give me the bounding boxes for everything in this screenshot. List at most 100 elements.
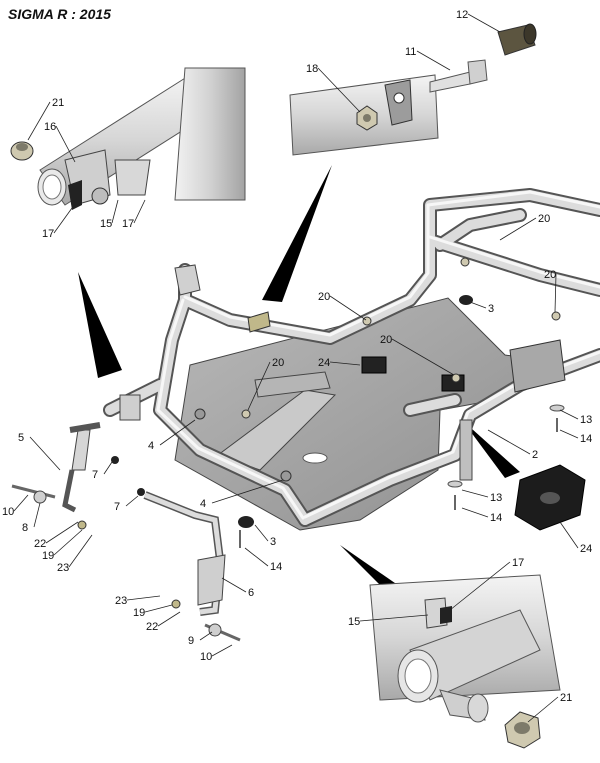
callout-13: 13: [559, 409, 592, 426]
callout-leader-line: [499, 217, 537, 241]
pedal-left-part-5: [11, 422, 119, 530]
pointer-triangle: [462, 420, 520, 478]
callout-leader-line: [247, 361, 271, 411]
callout-15: 15: [348, 614, 429, 628]
callout-leader-line: [13, 494, 29, 512]
callout-leader-line: [45, 521, 79, 544]
callout-leader-line: [329, 295, 367, 321]
callout-leader-line: [487, 429, 531, 455]
callout-number: 21: [560, 692, 572, 704]
detail-inset-bottom-right: [369, 574, 561, 749]
callout-20: 20: [499, 213, 550, 241]
callout-leader-line: [55, 125, 76, 163]
detail-inset-top-middle: [289, 23, 537, 156]
callout-number: 12: [456, 9, 468, 21]
callout-number: 5: [18, 432, 24, 444]
callout-20: 20: [247, 357, 284, 411]
callout-20: 20: [318, 291, 367, 321]
callout-number: 6: [248, 587, 254, 599]
callout-leader-line: [554, 273, 557, 313]
callout-leader-line: [559, 429, 579, 439]
callout-number: 21: [52, 97, 64, 109]
callout-number: 4: [200, 498, 206, 510]
callout-leader-line: [527, 696, 559, 723]
callout-number: 24: [580, 543, 592, 555]
callout-number: 17: [42, 228, 54, 240]
callout-leader-line: [559, 521, 579, 549]
pointer-triangle: [78, 272, 122, 378]
callout-number: 3: [488, 303, 494, 315]
callout-leader-line: [449, 561, 511, 611]
callout-7: 7: [114, 495, 139, 513]
callout-number: 20: [318, 291, 330, 303]
callout-leader-line: [29, 436, 61, 471]
callout-leader-line: [211, 644, 233, 657]
callout-24: 24: [318, 357, 361, 369]
callout-5: 5: [18, 432, 61, 471]
callout-21: 21: [27, 97, 64, 141]
callout-number: 24: [318, 357, 330, 369]
callout-number: 20: [380, 334, 392, 346]
callout-leader-line: [359, 614, 429, 622]
callout-18: 18: [306, 63, 361, 113]
pedal-right-part-6: [137, 488, 241, 642]
callout-24: 24: [559, 521, 592, 555]
callout-leader-line: [461, 507, 489, 518]
callout-leader-line: [199, 631, 213, 641]
callout-number: 14: [490, 512, 502, 524]
callout-number: 19: [42, 550, 54, 562]
callout-leader-line: [157, 611, 181, 627]
callout-leader-line: [159, 419, 196, 446]
callout-number: 10: [2, 506, 14, 518]
callout-number: 13: [490, 492, 502, 504]
callout-leader-line: [53, 207, 73, 234]
callout-10: 10: [2, 494, 29, 518]
callout-leader-line: [125, 495, 139, 507]
callout-number: 22: [34, 538, 46, 550]
callout-10: 10: [200, 644, 233, 663]
callout-13: 13: [461, 489, 502, 504]
callout-leader-line: [111, 199, 119, 224]
floor-plate: [174, 297, 541, 531]
callout-number: 18: [306, 63, 318, 75]
callout-number: 3: [270, 536, 276, 548]
callout-leader-line: [467, 13, 501, 33]
callout-9: 9: [188, 631, 213, 647]
callout-17: 17: [42, 207, 73, 240]
callout-number: 2: [532, 449, 538, 461]
callout-17: 17: [122, 199, 146, 230]
callout-17: 17: [449, 557, 524, 611]
callout-14: 14: [461, 507, 502, 524]
callout-2: 2: [487, 429, 538, 461]
callout-15: 15: [100, 199, 119, 230]
callout-number: 10: [200, 651, 212, 663]
callout-leader-line: [317, 67, 361, 113]
callout-number: 8: [22, 522, 28, 534]
callout-leader-line: [144, 604, 173, 613]
callout-20: 20: [380, 334, 455, 376]
callout-3: 3: [469, 301, 494, 315]
callout-number: 4: [148, 440, 154, 452]
callout-leader-line: [244, 547, 269, 567]
callout-number: 7: [114, 501, 120, 513]
callout-leader-line: [559, 409, 579, 420]
callout-23: 23: [57, 534, 93, 574]
callout-19: 19: [133, 604, 173, 619]
callout-number: 16: [44, 121, 56, 133]
callout-number: 15: [348, 616, 360, 628]
callout-number: 9: [188, 635, 194, 647]
callout-16: 16: [44, 121, 76, 163]
callout-leader-line: [211, 479, 284, 504]
callout-leader-line: [391, 338, 455, 376]
callout-number: 17: [512, 557, 524, 569]
callout-23: 23: [115, 595, 161, 607]
callout-number: 14: [580, 433, 592, 445]
rubber-block-part-24: [514, 464, 586, 531]
callout-8: 8: [22, 502, 41, 534]
callout-number: 17: [122, 218, 134, 230]
callout-leader-line: [133, 199, 146, 224]
callout-19: 19: [42, 529, 83, 562]
callout-leader-line: [126, 595, 161, 601]
callout-number: 20: [272, 357, 284, 369]
